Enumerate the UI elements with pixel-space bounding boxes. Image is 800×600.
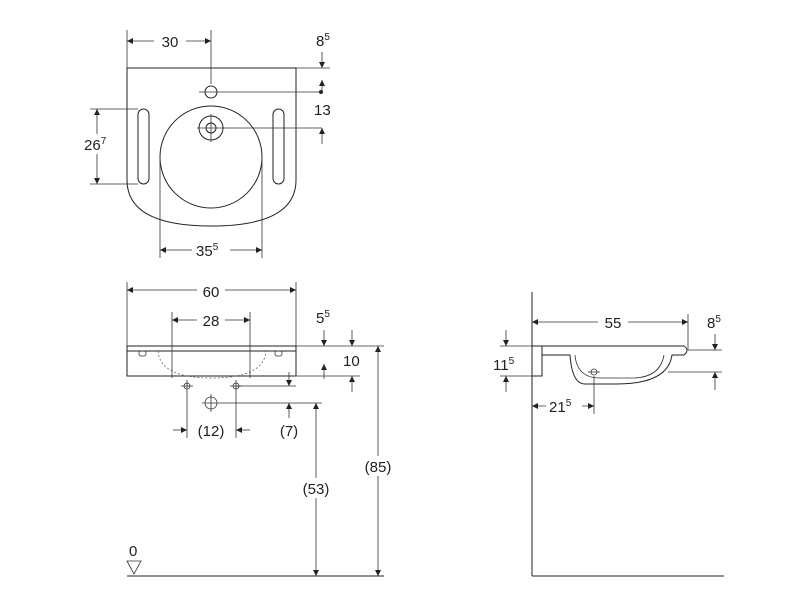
basin-side-profile: [541, 345, 688, 385]
dim-depth: 10: [343, 353, 360, 370]
dim-drain-spacing: (12): [198, 423, 225, 440]
bowl-hidden-line: [157, 350, 267, 379]
dim-bracket-height: 115: [493, 356, 515, 374]
dim-drain-position: 215: [549, 398, 572, 416]
dim-top-offset: 85: [316, 32, 330, 50]
dim-width: 60: [203, 284, 220, 301]
dim-drain-drop: (7): [280, 423, 298, 440]
top-view: 30 85 13 267 355: [82, 30, 331, 260]
dim-side-rim-offset: 85: [707, 314, 721, 332]
basin-front-body: [126, 345, 297, 377]
drain-marks: [181, 380, 322, 412]
wall-bracket: [531, 345, 543, 377]
dim-bowl-width: 28: [203, 313, 220, 330]
basin-outline-top: [126, 67, 297, 227]
side-view: 55 85 115 215: [493, 292, 724, 577]
dim-drain-height: (53): [303, 481, 330, 498]
dim-width-to-hole: 30: [162, 34, 179, 51]
dim-handle-height: 267: [84, 136, 107, 154]
dim-bowl-diameter: 355: [196, 242, 219, 260]
dim-total-height: (85): [365, 459, 392, 476]
front-view: 60 28 (12) (7): [126, 281, 396, 577]
dim-hole-offset: 13: [314, 102, 331, 119]
floor-level-label: 0: [129, 543, 137, 560]
dim-projection: 55: [605, 315, 622, 332]
handle-slot-left: [137, 108, 150, 185]
dim-rim-thickness: 55: [316, 309, 330, 327]
floor-level-triangle: [126, 560, 142, 575]
handle-slot-right: [272, 108, 285, 185]
